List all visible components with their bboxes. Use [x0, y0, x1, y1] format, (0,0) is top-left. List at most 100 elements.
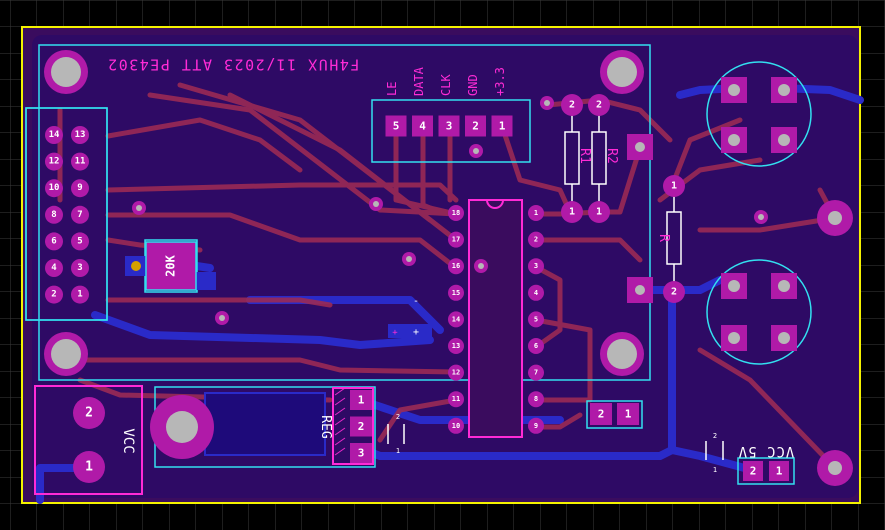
potentiometer-body [145, 241, 197, 291]
vcc-label: VCC [120, 428, 136, 453]
ic-pin-5[interactable]: 5 [528, 311, 544, 328]
ic-pin-13[interactable]: 13 [448, 338, 464, 354]
ic-notch [486, 199, 504, 209]
ic-pin-18-label: 18 [452, 209, 460, 217]
top-conn-pin-3[interactable]: 3 [438, 115, 460, 137]
r3-pin-top-label: 1 [671, 181, 677, 192]
ic-pin-6[interactable]: 6 [528, 338, 544, 354]
ic-pin-11[interactable]: 11 [448, 391, 464, 408]
reg-pin-2-label: 2 [358, 420, 365, 433]
vcc5v-pin-2[interactable]: 2 [743, 461, 763, 481]
r3-pin-bottom[interactable]: 2 [663, 281, 685, 303]
ic-pin-2[interactable]: 2 [528, 231, 544, 248]
header-pin-6[interactable]: 6 [45, 232, 63, 251]
header-pin-5[interactable]: 5 [71, 232, 89, 251]
elec-cap-plus: + [413, 327, 419, 338]
board-outline[interactable] [21, 26, 861, 504]
header-pin-8[interactable]: 8 [45, 205, 63, 224]
elec-cap-plus-2: + [392, 328, 398, 338]
mounting-holes [44, 50, 853, 486]
r2-pin-bottom-label: 1 [596, 207, 602, 218]
header-pin-13[interactable]: 13 [71, 126, 89, 144]
reg-pin-3[interactable]: 3 [350, 443, 372, 463]
top-conn-pin-2[interactable]: 2 [465, 115, 486, 137]
top-conn-pin-5-label: 5 [393, 120, 400, 133]
ic-pin-16-label: 16 [452, 262, 460, 270]
ic-pin-2-label: 2 [534, 236, 538, 244]
r2-pin-bottom[interactable]: 1 [588, 201, 610, 223]
r1-pin-top[interactable]: 2 [561, 94, 583, 116]
pot-pad-right [196, 272, 216, 290]
label-clk: CLK [439, 74, 453, 96]
header-pin-7[interactable]: 7 [71, 205, 89, 224]
header-pin-10-label: 10 [49, 183, 60, 193]
header-pin-3-label: 3 [77, 263, 82, 273]
ic-pin-8[interactable]: 8 [528, 391, 544, 408]
ic-pin-17-label: 17 [452, 236, 460, 244]
header-pin-3[interactable]: 3 [71, 259, 89, 277]
ic-pin-14-label: 14 [452, 315, 460, 323]
ic-pin-3[interactable]: 3 [528, 258, 544, 275]
sma-connector-bottom [721, 273, 797, 351]
vcc-pin-2[interactable]: 2 [73, 397, 105, 429]
r1-label: R1 [577, 148, 592, 164]
header-pin-1-label: 1 [77, 290, 82, 300]
label-3v3: +3.3 [493, 67, 507, 96]
ic-pin-1-label: 1 [534, 209, 538, 217]
header-pin-1[interactable]: 1 [71, 285, 89, 304]
header-pin-2[interactable]: 2 [45, 285, 63, 304]
ic-pin-4[interactable]: 4 [528, 284, 544, 301]
ic-pin-12[interactable]: 12 [448, 364, 464, 381]
reg-pin-1-label: 1 [358, 394, 365, 407]
header-pin-10[interactable]: 10 [45, 179, 63, 198]
reg-pin-2[interactable]: 2 [350, 416, 372, 437]
r1-pin-top-label: 2 [569, 100, 575, 111]
elec-cap-pad-left [388, 324, 408, 338]
ic-pin-10[interactable]: 10 [448, 417, 464, 434]
ic-pin-12-label: 12 [452, 369, 460, 377]
ic-pin-14[interactable]: 14 [448, 311, 464, 328]
reg-pin-block [332, 387, 374, 465]
vcc5v-pin-1[interactable]: 1 [769, 461, 789, 481]
r3-pin-top[interactable]: 1 [663, 175, 685, 197]
jumper-pin-2[interactable]: 2 [590, 403, 612, 425]
ic-pin-16[interactable]: 16 [448, 258, 464, 275]
header-pin-11[interactable]: 11 [71, 152, 89, 171]
header-pin-9[interactable]: 9 [71, 179, 89, 198]
ic-pin-1[interactable]: 1 [528, 205, 544, 221]
ic-pin-4-label: 4 [534, 289, 538, 297]
header-pin-14-label: 14 [49, 130, 60, 140]
header-pin-12-label: 12 [49, 157, 60, 167]
ic-pin-3-label: 3 [534, 262, 538, 270]
header-pin-8-label: 8 [51, 210, 56, 220]
reg-pin-1[interactable]: 1 [350, 390, 372, 410]
ic-pin-18[interactable]: 18 [448, 205, 464, 221]
ic-outline [468, 199, 523, 438]
header-connector-outline [25, 107, 108, 321]
header-pin-4[interactable]: 4 [45, 259, 63, 277]
r2-pin-top[interactable]: 2 [588, 94, 610, 116]
top-conn-pin-4[interactable]: 4 [412, 115, 433, 137]
r1-pin-bottom[interactable]: 1 [561, 201, 583, 223]
header-pin-12[interactable]: 12 [45, 152, 63, 171]
reg-pin-3-label: 3 [358, 447, 365, 460]
ic-pin-17[interactable]: 17 [448, 231, 464, 248]
vcc-pin-1[interactable]: 1 [73, 451, 105, 483]
cap-5v-pin2: 2 [713, 432, 717, 440]
ic-pin-9[interactable]: 9 [528, 417, 544, 434]
reg-hatch [334, 387, 346, 456]
ic-pin-15[interactable]: 15 [448, 284, 464, 301]
top-conn-pin-4-label: 4 [419, 120, 426, 133]
top-conn-pin-1-label: 1 [499, 120, 506, 133]
top-conn-pin-1[interactable]: 1 [491, 115, 513, 137]
header-pin-4-label: 4 [51, 263, 57, 273]
vcc5v-label: VCC 5V [738, 443, 795, 459]
top-connector-labels: LE DATA CLK GND +3.3 [385, 66, 507, 96]
jumper-pin-1[interactable]: 1 [617, 403, 639, 425]
top-conn-pin-5[interactable]: 5 [385, 115, 407, 137]
header-pin-14[interactable]: 14 [45, 126, 63, 144]
header-pin-2-label: 2 [51, 290, 56, 300]
vcc-pin-2-label: 2 [85, 406, 93, 421]
ic-pin-7[interactable]: 7 [528, 364, 544, 381]
